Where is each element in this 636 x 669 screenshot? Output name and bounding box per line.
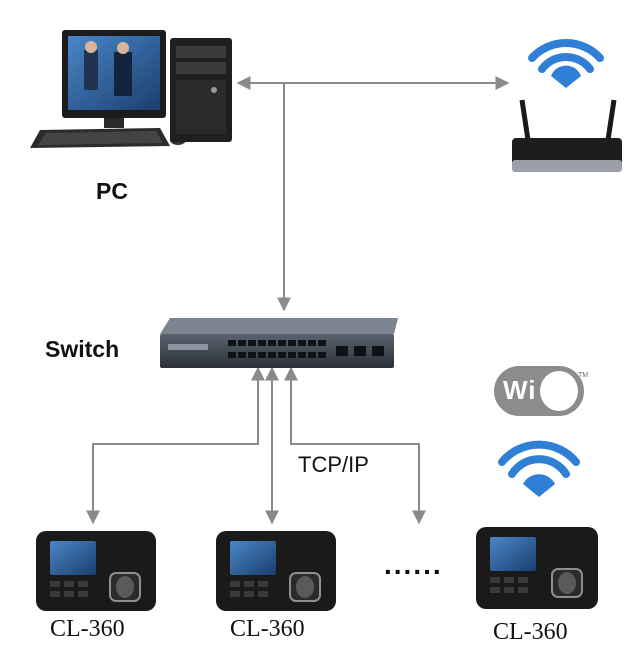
connection-lines (86, 76, 510, 525)
link-device-1 (86, 366, 265, 525)
pc-label: PC (96, 178, 128, 204)
link-device-3 (284, 366, 426, 525)
device-cl360-3 (476, 527, 598, 609)
device-label-1: CL-360 (50, 616, 125, 642)
protocol-label: TCP/IP (298, 452, 369, 477)
device-label-3: CL-360 (493, 619, 568, 645)
device-cl360-1 (36, 531, 156, 611)
device-label-2: CL-360 (230, 616, 305, 642)
device-wifi-signal-dot (523, 474, 555, 497)
switch-label: Switch (45, 336, 120, 362)
device-cl360-2 (216, 531, 336, 611)
wifi-logo-text: Wi Fi (503, 375, 587, 407)
network-switch (160, 318, 398, 368)
pc-computer (30, 30, 232, 148)
wifi-trademark: TM (578, 372, 589, 379)
more-devices-ellipsis: ...... (384, 549, 443, 580)
device-wifi-signal-icon (498, 440, 580, 478)
wifi-logo (494, 366, 584, 416)
wireless-router (512, 38, 622, 172)
wifi-logo-label: Wi Fi (503, 375, 570, 405)
router-wifi-signal-icon (528, 38, 604, 73)
